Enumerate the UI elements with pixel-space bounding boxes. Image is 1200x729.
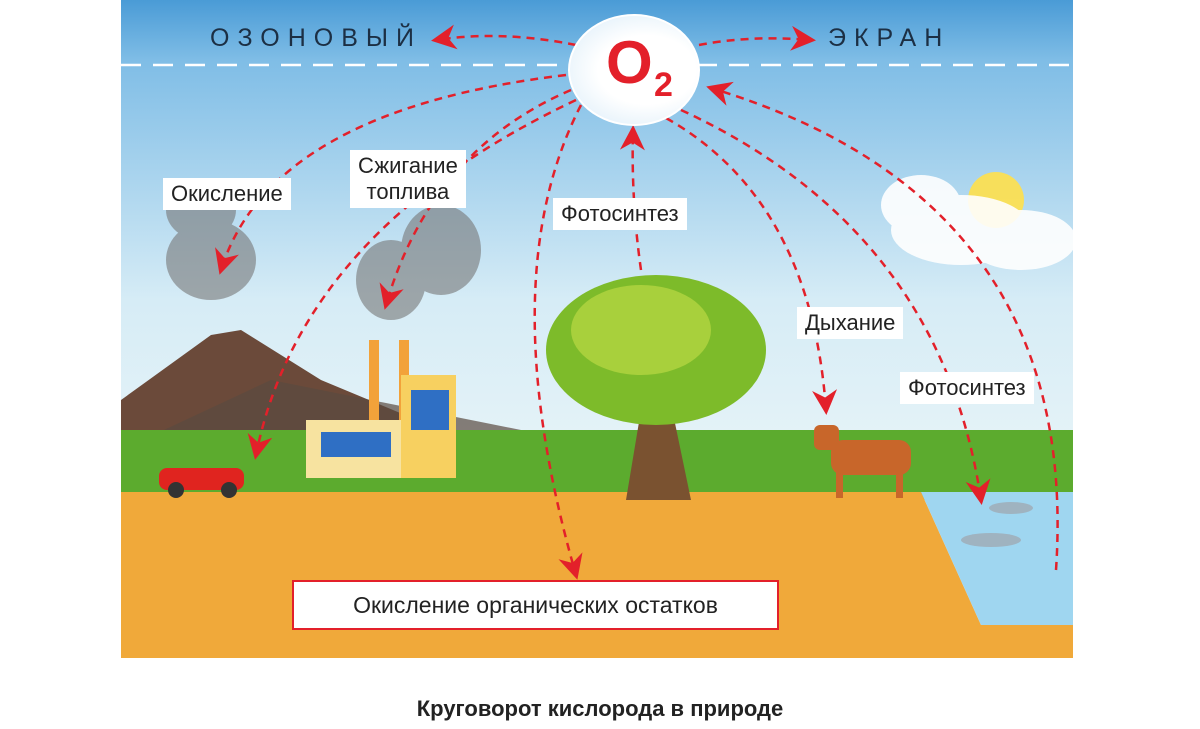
car <box>159 468 244 498</box>
factory <box>306 340 456 478</box>
arrow-to-water <box>680 108 991 505</box>
tree <box>546 275 766 500</box>
label-photosynthesis-tree: Фотосинтез <box>553 198 687 230</box>
cow <box>814 425 911 498</box>
grass <box>121 430 1073 500</box>
oxygen-subscript: 2 <box>654 66 673 104</box>
water <box>921 492 1073 625</box>
screen-label: ЭКРАН <box>828 24 951 52</box>
ozone-label: ОЗОНОВЫЙ <box>210 24 422 52</box>
label-oxidation: Окисление <box>163 178 291 210</box>
arrow-photosynthesis-water <box>706 81 1059 571</box>
ground <box>121 492 1073 658</box>
arrow-to-volcano <box>215 73 567 275</box>
label-respiration: Дыхание <box>797 307 904 339</box>
cloud <box>881 175 1073 270</box>
figure-caption: Круговорот кислорода в природе <box>416 696 784 721</box>
label-fuel-combustion: Сжигание топлива <box>350 150 466 208</box>
arrow-to-ground <box>533 104 583 580</box>
arrow-to-ozone-right <box>698 25 816 51</box>
arrow-to-cow <box>665 116 838 415</box>
arrow-to-ozone-left <box>431 24 577 50</box>
label-photosynthesis-water: Фотосинтез <box>900 372 1034 404</box>
oxygen-emblem: O 2 <box>568 14 700 126</box>
fish <box>961 502 1033 547</box>
label-organic-oxidation: Окисление органических остатков <box>292 580 779 630</box>
oxygen-cycle-illustration: ОЗОНОВЫЙ ЭКРАН O 2 Окисление Сжигание то… <box>121 0 1073 658</box>
label-fuel-line1: Сжигание <box>358 153 458 178</box>
label-fuel-line2: топлива <box>366 179 450 204</box>
arrow-to-car <box>247 98 577 460</box>
oxygen-symbol: O <box>606 29 653 96</box>
